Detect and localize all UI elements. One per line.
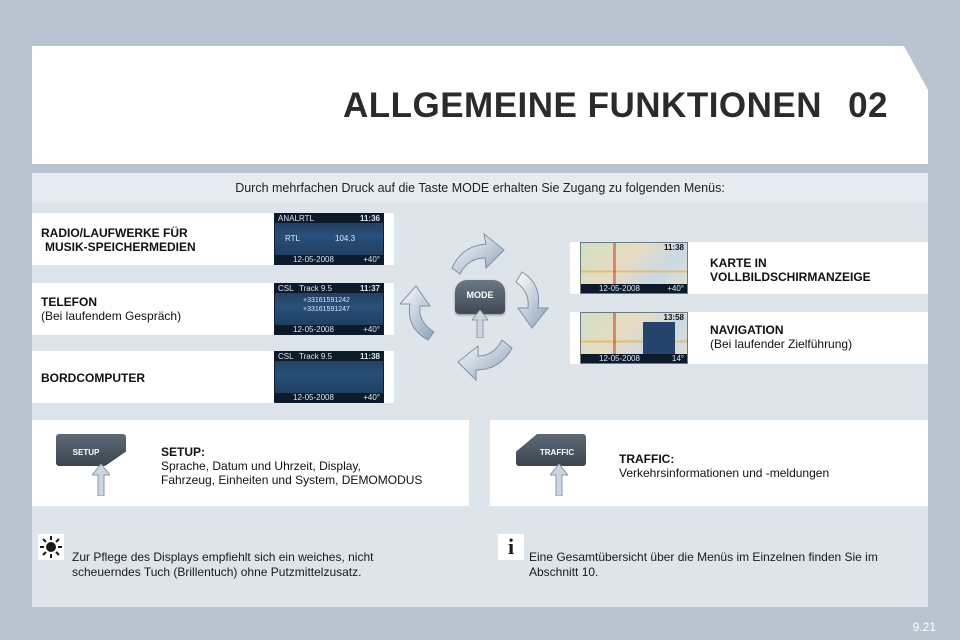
screen-navigation-date: 12-05-2008	[599, 354, 640, 363]
menu-sub-navigation: (Bei laufender Zielführung)	[710, 337, 853, 351]
arrow-left-up-icon	[400, 285, 435, 341]
screen-telefon-row2: +33161591247	[303, 306, 350, 313]
screen-radio-top-left: ANAL	[278, 214, 299, 223]
intro-text: Durch mehrfachen Druck auf die Taste MOD…	[32, 173, 928, 203]
setup-text: SETUP: Sprache, Datum und Uhrzeit, Displ…	[161, 445, 422, 487]
press-arrow-icon	[550, 464, 568, 496]
screen-bord-date: 12-05-2008	[293, 393, 334, 402]
screen-telefon-top-mid: Track 9.5	[299, 284, 333, 293]
care-note-box	[32, 520, 469, 606]
sun-icon	[38, 534, 64, 560]
info-note-line1: Eine Gesamtübersicht über die Menüs im E…	[529, 550, 878, 564]
mode-button[interactable]: MODE	[455, 280, 505, 338]
screen-telefon-date: 12-05-2008	[293, 325, 334, 334]
menu-title-telefon: TELEFON	[41, 295, 97, 309]
menu-label-telefon: TELEFON (Bei laufendem Gespräch)	[41, 295, 181, 323]
rotation-arrows	[400, 232, 550, 382]
arrow-top-right-icon	[451, 232, 505, 275]
menu-label-karte: KARTE IN VOLLBILDSCHIRMANZEIGE	[710, 256, 871, 284]
setup-button-label: SETUP	[72, 448, 100, 457]
screen-karte-date: 12-05-2008	[599, 284, 640, 293]
page-number: 9.21	[912, 620, 936, 634]
screen-telefon-temp: +40°	[363, 325, 380, 334]
traffic-button[interactable]: TRAFFIC	[516, 434, 588, 496]
setup-button[interactable]: SETUP	[56, 434, 128, 496]
traffic-text: TRAFFIC: Verkehrsinformationen und -meld…	[619, 452, 829, 480]
screen-radio-time: 11:36	[359, 214, 380, 223]
screen-karte-time: 11:38	[663, 243, 684, 252]
traffic-line1: Verkehrsinformationen und -meldungen	[619, 466, 830, 480]
setup-title: SETUP:	[161, 445, 206, 459]
traffic-button-label: TRAFFIC	[539, 448, 575, 457]
setup-line1: Sprache, Datum und Uhrzeit, Display,	[161, 459, 361, 473]
mode-button-label: MODE	[466, 290, 494, 300]
press-arrow-icon	[92, 464, 110, 496]
menu-title-radio-1: RADIO/LAUFWERKE FÜR	[41, 226, 188, 240]
menu-sub-telefon: (Bei laufendem Gespräch)	[41, 309, 182, 323]
info-icon: i	[498, 534, 524, 560]
traffic-title: TRAFFIC:	[619, 452, 675, 466]
info-note-line2: Abschnitt 10.	[529, 565, 599, 579]
screen-bord-time: 11:38	[359, 352, 380, 361]
screen-telefon: CSL Track 9.5 11:37 +33161591242 +331615…	[274, 283, 384, 335]
menu-label-radio: RADIO/LAUFWERKE FÜR MUSIK-SPEICHERMEDIEN	[41, 226, 196, 254]
screen-radio-temp: +40°	[363, 255, 380, 264]
screen-navigation-map: 13:58 12-05-2008 14°	[580, 312, 688, 364]
arrow-right-down-icon	[515, 271, 550, 329]
screen-karte-temp: +40°	[667, 284, 684, 293]
screen-radio-row2: 104.3	[335, 234, 356, 243]
screen-navigation-temp: 14°	[671, 354, 684, 363]
page-title-text: ALLGEMEINE FUNKTIONEN	[342, 86, 823, 125]
screen-bord-temp: +40°	[363, 393, 380, 402]
page-title: ALLGEMEINE FUNKTIONEN 02	[343, 86, 888, 126]
menu-title-karte-2: VOLLBILDSCHIRMANZEIGE	[710, 270, 871, 284]
info-note-box	[490, 520, 928, 606]
care-note-line1: Zur Pflege des Displays empfiehlt sich e…	[72, 550, 374, 564]
press-arrow-icon	[472, 310, 488, 338]
menu-title-karte-1: KARTE IN	[710, 256, 767, 270]
care-note-text: Zur Pflege des Displays empfiehlt sich e…	[72, 550, 373, 580]
setup-line2: Fahrzeug, Einheiten und System, DEMOMODU…	[161, 473, 423, 487]
screen-navigation-time: 13:58	[663, 313, 684, 322]
chapter-number: 02	[848, 86, 888, 125]
care-note-line2: scheuerndes Tuch (Brillentuch) ohne Putz…	[72, 565, 362, 579]
screen-telefon-top-left: CSL	[278, 284, 294, 293]
screen-radio-row1: RTL	[285, 234, 300, 243]
screen-radio-date: 12-05-2008	[293, 255, 334, 264]
screen-radio: ANAL RTL 11:36 RTL 104.3 12-05-2008 +40°	[274, 213, 384, 265]
screen-telefon-time: 11:37	[359, 284, 380, 293]
screen-bord-top-mid: Track 9.5	[299, 352, 333, 361]
screen-telefon-row1: +33161591242	[303, 297, 350, 304]
menu-title-bordcomputer: BORDCOMPUTER	[41, 371, 145, 385]
menu-title-radio-2: MUSIK-SPEICHERMEDIEN	[45, 240, 196, 254]
menu-label-navigation: NAVIGATION (Bei laufender Zielführung)	[710, 323, 852, 351]
screen-radio-top-mid: RTL	[299, 214, 314, 223]
info-note-text: Eine Gesamtübersicht über die Menüs im E…	[529, 550, 878, 580]
header-panel: ALLGEMEINE FUNKTIONEN 02	[32, 46, 928, 164]
screen-karte-map: 11:38 12-05-2008 +40°	[580, 242, 688, 294]
menu-title-navigation: NAVIGATION	[710, 323, 784, 337]
menu-label-bordcomputer: BORDCOMPUTER	[41, 371, 145, 385]
arrow-bottom-left-icon	[457, 339, 513, 382]
screen-bordcomputer: CSL Track 9.5 11:38 12-05-2008 +40°	[274, 351, 384, 403]
screen-bord-top-left: CSL	[278, 352, 294, 361]
